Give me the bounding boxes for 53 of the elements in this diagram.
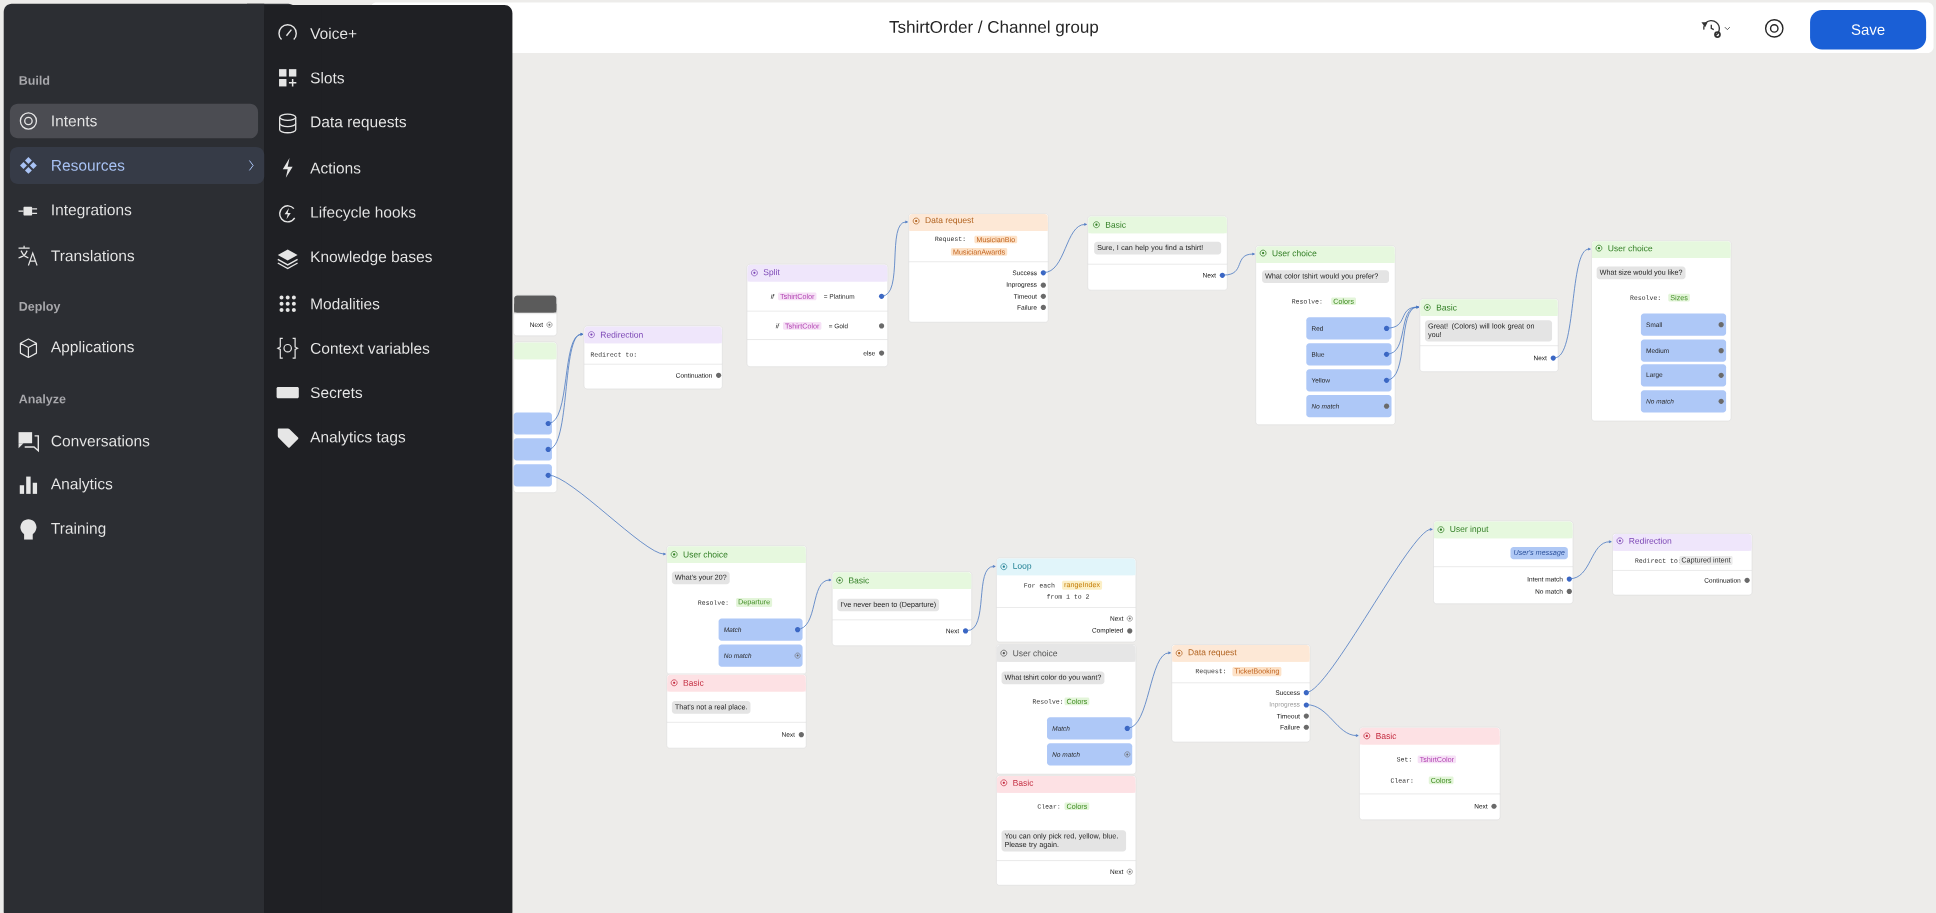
connector-arrow [966, 565, 996, 632]
section-heading: Deploy [19, 301, 61, 314]
save-button: Save [1810, 9, 1927, 50]
menu-item: Analytics [50, 478, 113, 493]
menu-item: Translations [51, 249, 135, 262]
menu-item: Data requests [311, 116, 407, 131]
card-title: Basic [1013, 779, 1034, 786]
connector-arrow [1554, 247, 1591, 359]
card-title: Redirection [600, 331, 643, 338]
card-title: User choice [1272, 250, 1317, 257]
connector-arrow [1569, 540, 1612, 580]
menu-item: Integrations [52, 203, 132, 219]
connector-arrow [796, 578, 832, 630]
menu-item: Analytics tags [310, 431, 406, 446]
connector-arrow [881, 220, 908, 297]
card-title: User input [1450, 525, 1489, 534]
menu-item: Secrets [310, 387, 363, 399]
connector-arrow [1127, 651, 1171, 729]
card-title: Loop [1013, 562, 1032, 571]
card-title: Basic [1376, 732, 1397, 739]
connector-arrow [1043, 223, 1087, 273]
connector-arrow [548, 474, 666, 556]
card-title: Basic [683, 679, 704, 686]
menu-item: Slots [310, 72, 344, 84]
connector-arrow [548, 333, 584, 450]
page-title: TshirtOrder / Channel group [889, 20, 1099, 37]
card-title: Split [763, 268, 780, 277]
connector-arrow [1223, 252, 1255, 276]
section-heading: Analyze [19, 394, 66, 406]
card-title: User choice [1013, 650, 1058, 657]
card-title: User choice [683, 551, 728, 558]
menu-item: Applications [50, 340, 134, 356]
card-title: Data request [925, 217, 974, 225]
connector-arrow [1386, 305, 1420, 381]
menu-item: Modalities [311, 298, 380, 310]
menu-item: Actions [310, 162, 361, 174]
connector-arrow [1306, 528, 1433, 693]
menu-item: Lifecycle hooks [311, 206, 416, 221]
menu-item: Knowledge bases [311, 250, 432, 266]
card-title: Redirection [1629, 537, 1672, 544]
menu-item: Resources [9, 146, 265, 184]
card-title: Basic [1436, 304, 1457, 311]
connector-arrow [1306, 704, 1359, 737]
menu-item: Context variables [310, 342, 430, 354]
card-title: Data request [1188, 649, 1237, 657]
menu-item: Intents [9, 103, 259, 139]
section-heading: Build [19, 75, 50, 85]
card-title: User choice [1608, 245, 1653, 252]
menu-item: Voice+ [310, 27, 357, 40]
menu-item: Training [51, 522, 106, 537]
card-title: Basic [849, 577, 869, 584]
card-title: Basic [1105, 221, 1126, 228]
menu-item: Conversations [51, 435, 150, 447]
